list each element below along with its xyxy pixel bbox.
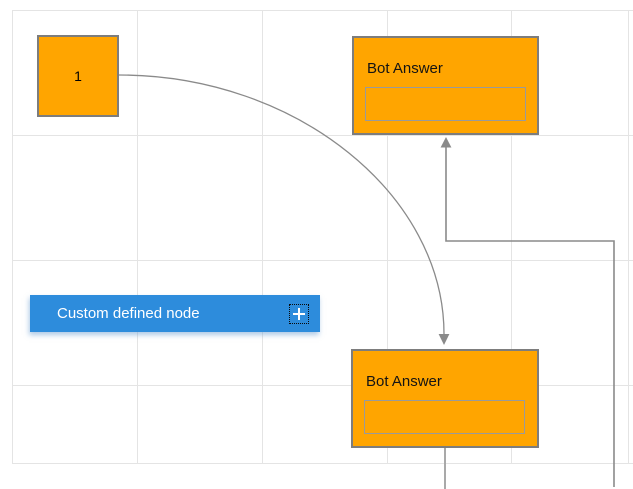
bot-answer-node-bottom[interactable]: Bot Answer — [351, 349, 539, 448]
bot-answer-title: Bot Answer — [366, 373, 442, 390]
bot-answer-title: Bot Answer — [367, 60, 443, 77]
curve-connector[interactable] — [118, 74, 445, 335]
orthogonal-connector[interactable] — [445, 147, 615, 487]
plus-icon[interactable] — [289, 303, 309, 324]
bot-answer-node-top[interactable]: Bot Answer — [352, 36, 539, 135]
bot-answer-input[interactable] — [365, 87, 526, 121]
custom-defined-node-label: Custom defined node — [57, 305, 200, 322]
custom-defined-node-button[interactable]: Custom defined node — [30, 295, 320, 332]
start-node-label: 1 — [74, 68, 82, 84]
connectors — [118, 74, 615, 489]
start-node[interactable]: 1 — [37, 35, 119, 117]
bot-answer-input[interactable] — [364, 400, 525, 434]
curve-connector-arrowhead-down-icon — [438, 334, 450, 345]
orthogonal-connector-arrowhead-up-icon — [440, 137, 452, 148]
